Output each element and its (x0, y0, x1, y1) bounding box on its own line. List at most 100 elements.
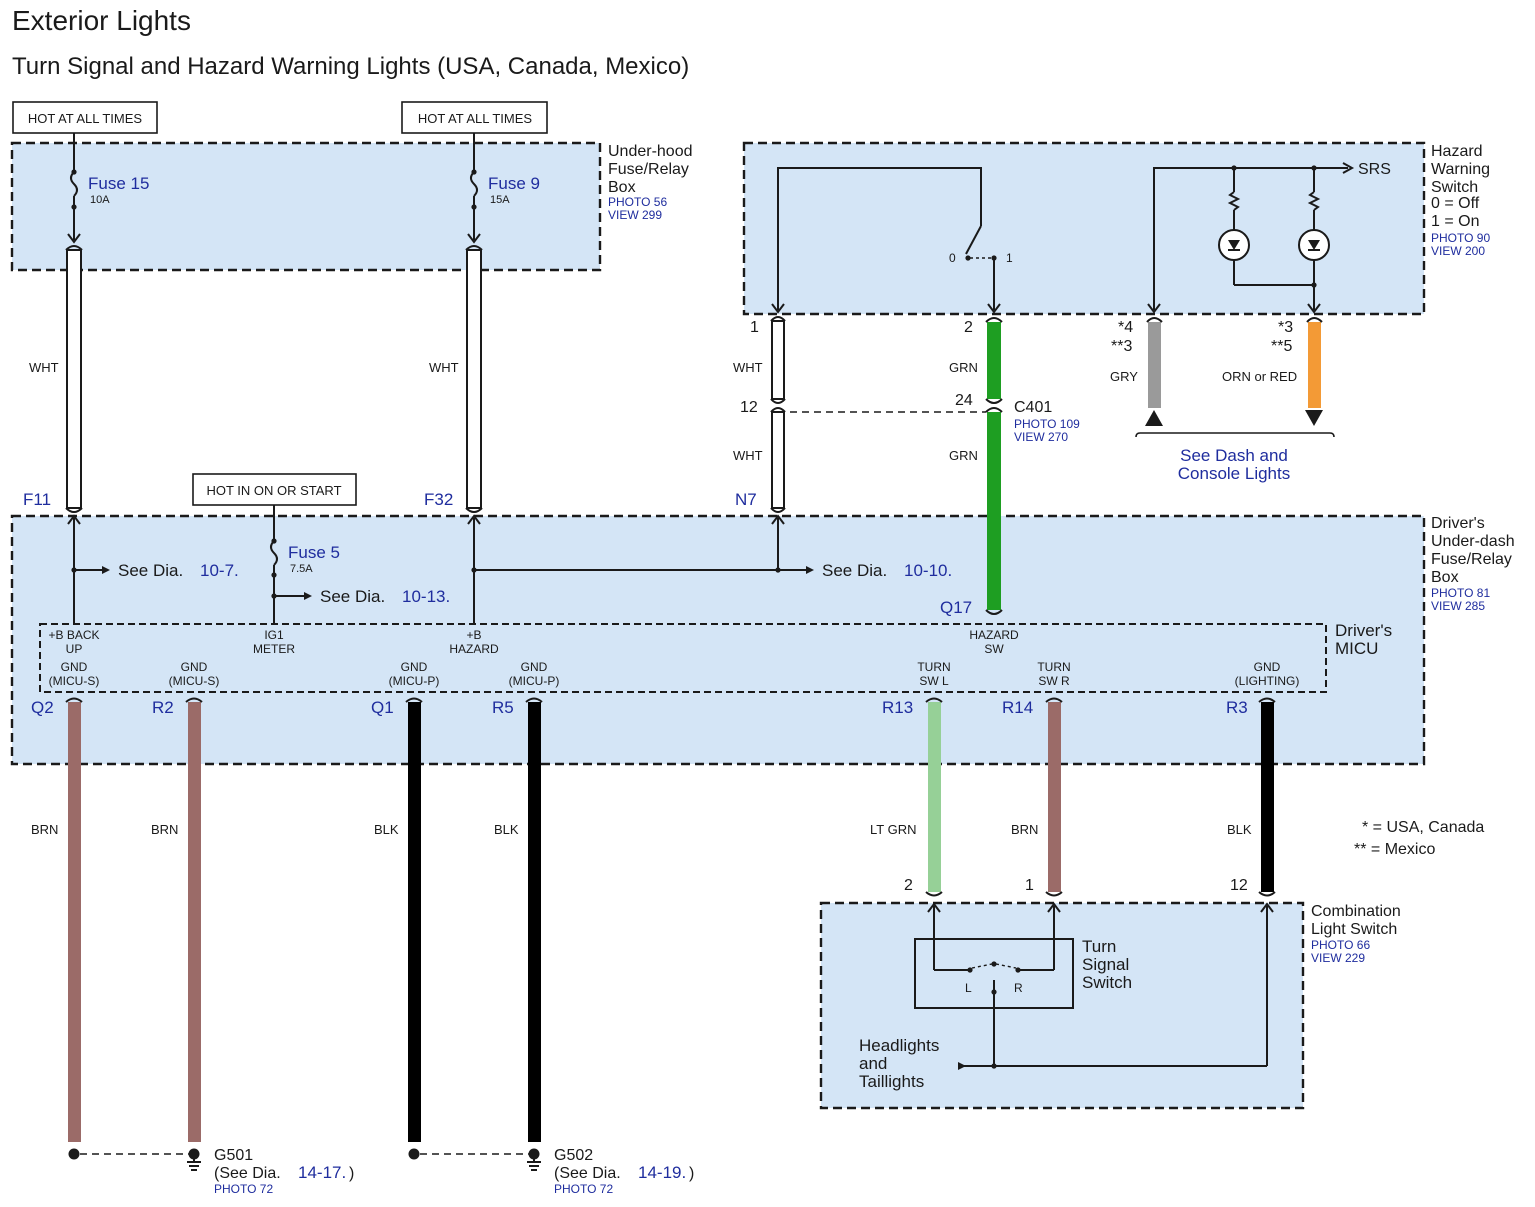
fuse-15: Fuse 15 10A (67, 133, 149, 244)
see-dia-10-10[interactable]: See Dia. 10-10. (822, 561, 952, 580)
underhood-label: Under-hood Fuse/Relay Box PHOTO 56 VIEW … (608, 143, 693, 222)
svg-text:Q1: Q1 (371, 698, 394, 717)
pin-gry-a: *4 (1118, 319, 1133, 336)
svg-text:Box: Box (1431, 569, 1459, 586)
see-dia-10-7[interactable]: See Dia. 10-7. (118, 561, 239, 580)
svg-text:): ) (689, 1165, 694, 1182)
svg-text:R3: R3 (1226, 698, 1248, 717)
svg-text:* = USA, Canada: * = USA, Canada (1362, 819, 1484, 836)
svg-text:2: 2 (904, 877, 913, 894)
svg-text:Fuse/Relay: Fuse/Relay (608, 161, 689, 178)
svg-text:L: L (965, 981, 972, 995)
headlights-label: Headlights and Taillights (859, 1036, 939, 1091)
svg-text:10A: 10A (90, 194, 110, 206)
svg-text:+B BACK: +B BACK (48, 628, 99, 642)
ground-g501 (68, 1148, 201, 1171)
legend: * = USA, Canada ** = Mexico (1354, 819, 1484, 858)
svg-text:PHOTO 56: PHOTO 56 (608, 195, 667, 209)
svg-text:C401: C401 (1014, 399, 1052, 416)
svg-text:See Dia.: See Dia. (822, 561, 887, 580)
wire-ltgrn-r13 (925, 697, 943, 897)
driver-box-internal (67, 505, 814, 624)
wire-blk-r3 (1258, 697, 1276, 897)
svg-text:(See Dia.: (See Dia. (554, 1165, 621, 1182)
page-subtitle: Turn Signal and Hazard Warning Lights (U… (12, 53, 689, 80)
wire-wht-n7 (770, 316, 786, 513)
dash-bracket (1135, 432, 1335, 438)
svg-text:VIEW 299: VIEW 299 (608, 208, 662, 222)
pin-gry-b: **3 (1111, 338, 1132, 355)
svg-text:12: 12 (1230, 877, 1248, 894)
label-gry: GRY (1110, 369, 1138, 384)
svg-text:Hazard: Hazard (1431, 143, 1483, 160)
svg-text:See Dia.: See Dia. (118, 561, 183, 580)
combination-internal: L R (914, 902, 1274, 1070)
terminal-f32: F32 (424, 490, 453, 509)
underhood-box (10, 141, 602, 272)
svg-text:PHOTO 109: PHOTO 109 (1014, 417, 1080, 431)
svg-text:Fuse 15: Fuse 15 (88, 174, 149, 193)
svg-text:VIEW 200: VIEW 200 (1431, 244, 1485, 258)
svg-text:HOT IN ON OR START: HOT IN ON OR START (206, 483, 341, 498)
wire-brn-q2 (65, 697, 83, 1142)
see-dia-10-13[interactable]: See Dia. 10-13. (320, 587, 450, 606)
svg-text:R5: R5 (492, 698, 514, 717)
terminal-q17: Q17 (940, 598, 972, 617)
pin-1: 1 (750, 319, 759, 336)
svg-text:10-10.: 10-10. (904, 561, 952, 580)
dash-lights-link[interactable]: See Dash and Console Lights (1178, 446, 1290, 483)
svg-text:SW: SW (984, 642, 1004, 656)
svg-text:10-7.: 10-7. (200, 561, 239, 580)
svg-text:GND: GND (401, 660, 428, 674)
see-dia-14-17[interactable]: 14-17. (298, 1163, 346, 1182)
svg-text:(LIGHTING): (LIGHTING) (1235, 674, 1300, 688)
c401-pin-24: 24 (955, 392, 973, 409)
svg-text:** = Mexico: ** = Mexico (1354, 841, 1435, 858)
terminal-f11: F11 (23, 490, 51, 509)
svg-text:Box: Box (608, 179, 636, 196)
svg-text:TURN: TURN (1037, 660, 1070, 674)
label-wht-4: WHT (733, 448, 763, 463)
svg-text:VIEW 285: VIEW 285 (1431, 599, 1485, 613)
terminal-n7: N7 (735, 490, 757, 509)
hot-label-3: HOT IN ON OR START (192, 473, 357, 506)
see-dia-14-19[interactable]: 14-19. (638, 1163, 686, 1182)
micu-top-labels: +B BACK UP IG1 METER +B HAZARD HAZARD SW (48, 628, 1019, 656)
svg-text:Combination: Combination (1311, 903, 1401, 920)
label-grn-2: GRN (949, 448, 978, 463)
svg-text:Q2: Q2 (31, 698, 54, 717)
combination-switch-box (819, 901, 1305, 1110)
svg-text:15A: 15A (490, 194, 510, 206)
svg-text:SW L: SW L (919, 674, 949, 688)
svg-text:See Dash and: See Dash and (1180, 446, 1288, 465)
hot-label-1: HOT AT ALL TIMES (12, 101, 158, 134)
label-orn: ORN or RED (1222, 369, 1297, 384)
svg-text:VIEW 229: VIEW 229 (1311, 951, 1365, 965)
g501-label: G501 (See Dia. 14-17. ) PHOTO 72 (214, 1147, 354, 1196)
combination-pins: 2 1 12 (904, 877, 1248, 894)
turn-signal-label: Turn Signal Switch (1082, 937, 1132, 992)
svg-text:Under-hood: Under-hood (608, 143, 693, 160)
wire-brn-r2 (185, 697, 203, 1142)
micu-bottom-labels: GND (MICU-S) GND (MICU-S) GND (MICU-P) G… (49, 660, 1300, 688)
pin-orn-a: *3 (1278, 319, 1293, 336)
combination-label: Combination Light Switch PHOTO 66 VIEW 2… (1311, 903, 1401, 965)
label-blk-3: BLK (1227, 822, 1252, 837)
svg-text:1 = On: 1 = On (1431, 213, 1479, 230)
svg-text:): ) (349, 1165, 354, 1182)
pin-2: 2 (964, 319, 973, 336)
svg-text:and: and (859, 1054, 887, 1073)
label-blk-1: BLK (374, 822, 399, 837)
svg-text:IG1: IG1 (264, 628, 284, 642)
svg-text:G501: G501 (214, 1147, 253, 1164)
svg-text:Driver's: Driver's (1335, 621, 1392, 640)
label-wht-2: WHT (429, 360, 459, 375)
driver-fuse-box (10, 514, 1426, 766)
svg-text:(MICU-S): (MICU-S) (49, 674, 100, 688)
svg-text:(MICU-S): (MICU-S) (169, 674, 220, 688)
svg-text:PHOTO 72: PHOTO 72 (214, 1182, 273, 1196)
wire-blk-r5 (525, 697, 543, 1142)
svg-text:SW R: SW R (1038, 674, 1070, 688)
svg-text:PHOTO 72: PHOTO 72 (554, 1182, 613, 1196)
